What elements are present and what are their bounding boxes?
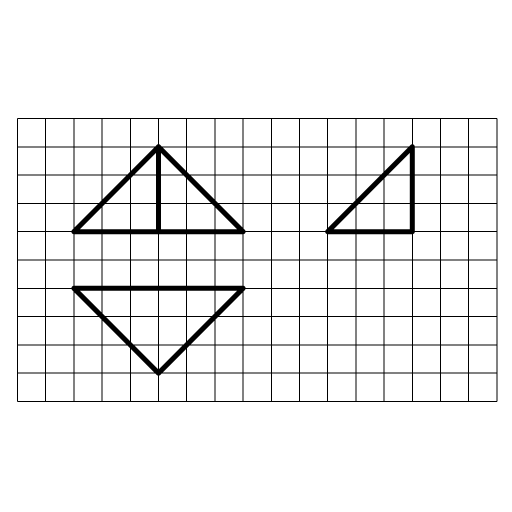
grid [17, 118, 498, 402]
inverted-triangle [71, 285, 246, 376]
right-triangle [325, 144, 415, 235]
left-triangle-with-altitude [71, 144, 246, 235]
inverted-triangle-outline [71, 285, 246, 376]
right-triangle-outline [325, 144, 415, 235]
shapes [71, 144, 415, 376]
